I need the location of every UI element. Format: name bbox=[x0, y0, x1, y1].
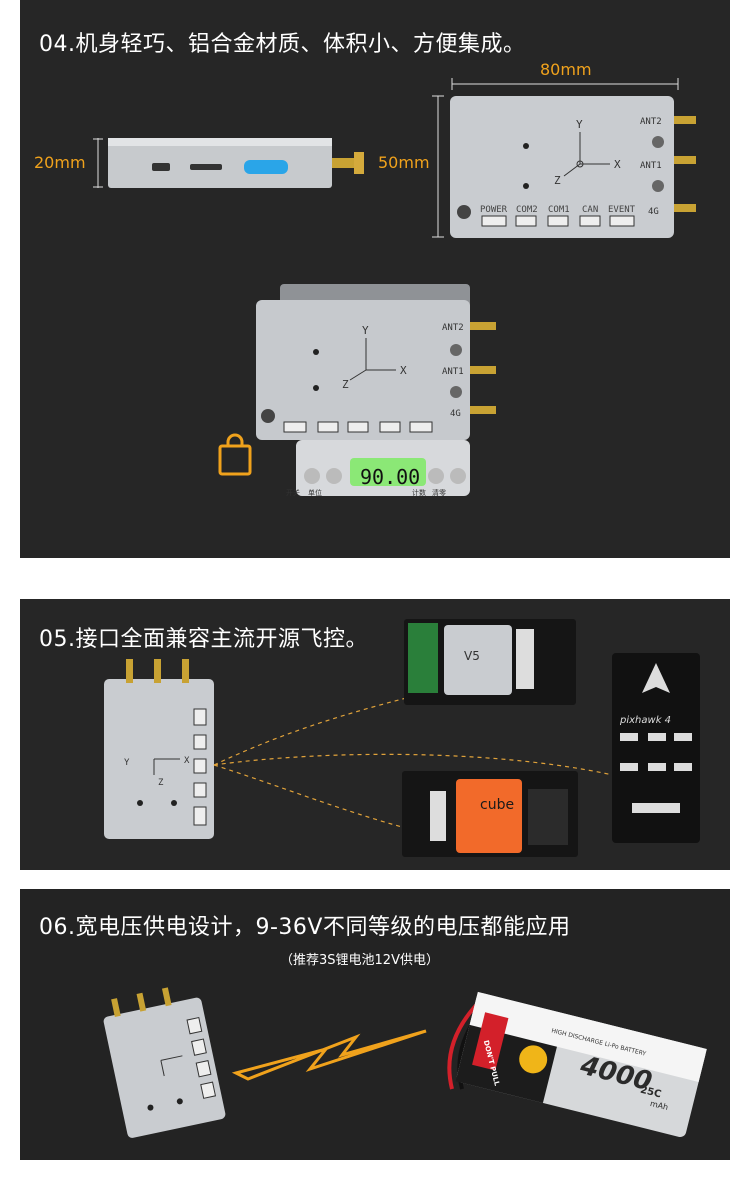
section-title: 05.接口全面兼容主流开源飞控。 bbox=[39, 627, 368, 652]
svg-text:COM1: COM1 bbox=[548, 205, 570, 215]
svg-text:ANT2: ANT2 bbox=[640, 117, 662, 127]
height-label: 50mm bbox=[378, 153, 430, 172]
section-compatibility: 05.接口全面兼容主流开源飞控。 X Y Z V5 bbox=[20, 599, 730, 870]
device-side-view bbox=[93, 138, 364, 188]
controller-v5 bbox=[404, 619, 576, 705]
svg-text:Z: Z bbox=[554, 174, 561, 187]
svg-text:Z: Z bbox=[158, 778, 164, 788]
shopping-bag-icon bbox=[218, 433, 252, 476]
device-vertical: X Y Z bbox=[104, 679, 214, 839]
device-top-view: Y X Z ANT2 ANT1 4G POWER COM2 COM1 CAN E… bbox=[432, 95, 696, 238]
svg-text:Z: Z bbox=[342, 378, 349, 391]
thickness-label: 20mm bbox=[34, 153, 86, 172]
section-subtitle: （推荐3S锂电池12V供电） bbox=[280, 953, 439, 968]
svg-text:POWER: POWER bbox=[480, 205, 508, 215]
width-label: 80mm bbox=[540, 60, 592, 79]
svg-text:4G: 4G bbox=[648, 207, 659, 217]
svg-text:EVENT: EVENT bbox=[608, 205, 636, 215]
scale-button-power: 开关 bbox=[286, 489, 300, 497]
svg-text:CAN: CAN bbox=[582, 205, 598, 215]
svg-text:X: X bbox=[614, 158, 621, 171]
svg-text:X: X bbox=[400, 364, 407, 377]
scale-reading: 90.00 bbox=[360, 465, 421, 489]
controller-cube bbox=[402, 771, 578, 857]
controller-label-pixhawk: pixhawk 4 bbox=[620, 715, 672, 726]
controller-pixhawk4 bbox=[612, 653, 700, 843]
svg-text:Y: Y bbox=[362, 324, 369, 337]
controller-label-cube: cube bbox=[480, 797, 515, 813]
svg-text:Y: Y bbox=[124, 758, 130, 768]
svg-text:COM2: COM2 bbox=[516, 205, 538, 215]
lightning-icon bbox=[231, 1029, 427, 1081]
width-dimension-line bbox=[451, 78, 679, 90]
svg-text:ANT1: ANT1 bbox=[640, 161, 662, 171]
scale-button-unit: 单位 bbox=[308, 489, 322, 497]
antenna-row bbox=[126, 659, 189, 683]
svg-text:X: X bbox=[184, 756, 190, 766]
svg-text:ANT2: ANT2 bbox=[442, 323, 464, 333]
device-tilted bbox=[103, 987, 226, 1138]
svg-text:Y: Y bbox=[576, 118, 583, 131]
svg-text:ANT1: ANT1 bbox=[442, 367, 464, 377]
section-power: 06.宽电压供电设计，9-36V不同等级的电压都能应用 （推荐3S锂电池12V供… bbox=[20, 889, 730, 1160]
device-on-scale: Y X Z ANT2 ANT1 4G bbox=[256, 284, 496, 496]
section-title: 04.机身轻巧、铝合金材质、体积小、方便集成。 bbox=[39, 32, 526, 57]
svg-text:4G: 4G bbox=[450, 409, 461, 419]
scale-button-tare: 清零 bbox=[432, 489, 446, 497]
lipo-battery bbox=[447, 991, 707, 1138]
controller-label-v5: V5 bbox=[464, 649, 480, 663]
scale-button-count: 计数 bbox=[412, 489, 426, 497]
connection-lines bbox=[213, 686, 631, 840]
section-title: 06.宽电压供电设计，9-36V不同等级的电压都能应用 bbox=[39, 915, 571, 940]
section-size-weight: 04.机身轻巧、铝合金材质、体积小、方便集成。 20mm 80mm 50mm Y… bbox=[20, 0, 730, 558]
